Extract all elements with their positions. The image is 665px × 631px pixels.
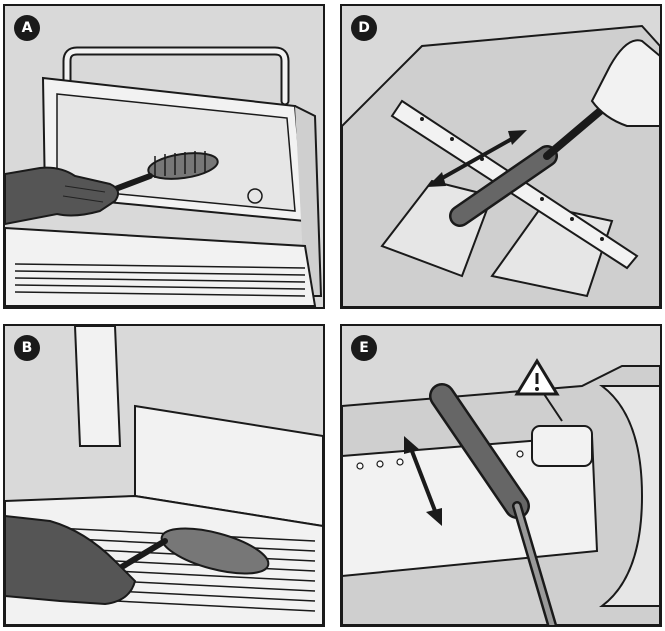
hand-icon <box>590 39 660 127</box>
grill-brush-icon <box>429 383 557 625</box>
warning-triangle-icon <box>514 358 560 396</box>
step-badge-e: E <box>351 335 377 361</box>
illustration-panel-e: E <box>340 324 662 627</box>
step-badge-a: A <box>14 15 40 41</box>
cooking-grates-brushing-illustration <box>5 326 323 625</box>
double-arrow-icon <box>427 130 527 187</box>
step-badge-b: B <box>14 335 40 361</box>
double-arrow-icon <box>404 436 442 526</box>
step-badge-d: D <box>351 15 377 41</box>
illustration-panel-b: B <box>3 324 325 627</box>
glove-hand-icon <box>5 514 137 606</box>
venturi-brushing-illustration <box>342 358 660 625</box>
glove-hand-icon <box>5 166 120 226</box>
grill-brush-icon <box>112 527 270 575</box>
illustration-panel-d: D <box>340 4 662 309</box>
grill-brush-lid-illustration <box>5 46 323 307</box>
burner-tube-brushing-illustration <box>342 24 660 307</box>
illustration-panel-a: A <box>3 4 325 309</box>
